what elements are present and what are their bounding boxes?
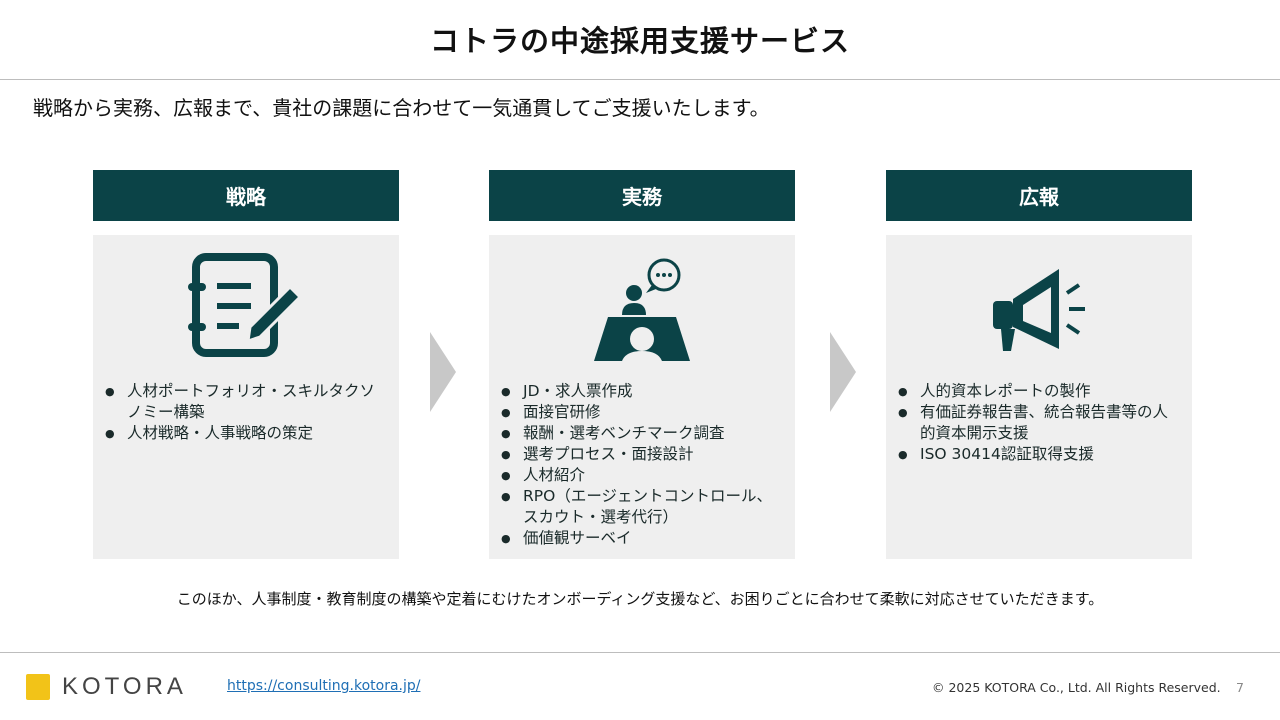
column-operations: 実務 JD・求人票作成 面接官研修 報酬・選考ベンチマーク調査 選考プロセス・面… (489, 170, 795, 559)
notebook-pen-icon (188, 253, 303, 357)
list-item: 人的資本レポートの製作 (898, 381, 1182, 402)
column-heading: 戦略 (93, 170, 399, 221)
column-pr: 広報 人的資本レポートの製作 有価証券報告書、統合報告書等の人的資本開示支援 I… (886, 170, 1192, 559)
copyright: © 2025 KOTORA Co., Ltd. All Rights Reser… (932, 680, 1221, 695)
arrow-right-icon (830, 332, 856, 412)
lead-text: 戦略から実務、広報まで、貴社の課題に合わせて一気通貫してご支援いたします。 (33, 96, 770, 120)
list-item: 人材紹介 (501, 465, 785, 486)
list-item: 報酬・選考ベンチマーク調査 (501, 423, 785, 444)
tiger-logo-icon (26, 674, 50, 700)
list-item: 面接官研修 (501, 402, 785, 423)
list-item: 人材ポートフォリオ・スキルタクソノミー構築 (105, 381, 389, 423)
list-item: ISO 30414認証取得支援 (898, 444, 1182, 465)
column-panel: JD・求人票作成 面接官研修 報酬・選考ベンチマーク調査 選考プロセス・面接設計… (489, 235, 795, 559)
footer-divider (0, 652, 1280, 653)
list-item: 人材戦略・人事戦略の策定 (105, 423, 389, 444)
megaphone-icon (993, 269, 1085, 351)
list-item: 価値観サーベイ (501, 528, 785, 549)
column-heading: 広報 (886, 170, 1192, 221)
column-panel: 人材ポートフォリオ・スキルタクソノミー構築 人材戦略・人事戦略の策定 (93, 235, 399, 559)
kotora-logo: KOTORA (26, 673, 187, 701)
list-item: JD・求人票作成 (501, 381, 785, 402)
note-text: このほか、人事制度・教育制度の構築や定着にむけたオンボーディング支援など、お困り… (176, 590, 1104, 608)
arrow-right-icon (430, 332, 456, 412)
list-item: RPO（エージェントコントロール、スカウト・選考代行） (501, 486, 785, 528)
interview-icon (594, 258, 690, 361)
website-link[interactable]: https://consulting.kotora.jp/ (227, 678, 421, 694)
list-item: 有価証券報告書、統合報告書等の人的資本開示支援 (898, 402, 1182, 444)
page-number: 7 (1236, 680, 1244, 695)
column-strategy: 戦略 人材ポートフォリオ・スキルタクソノミー構築 人材戦略・人事戦略の策定 (93, 170, 399, 559)
divider (0, 79, 1280, 80)
logo-text: KOTORA (62, 673, 187, 700)
slide-title: コトラの中途採用支援サービス (429, 24, 850, 58)
column-panel: 人的資本レポートの製作 有価証券報告書、統合報告書等の人的資本開示支援 ISO … (886, 235, 1192, 559)
column-heading: 実務 (489, 170, 795, 221)
list-item: 選考プロセス・面接設計 (501, 444, 785, 465)
